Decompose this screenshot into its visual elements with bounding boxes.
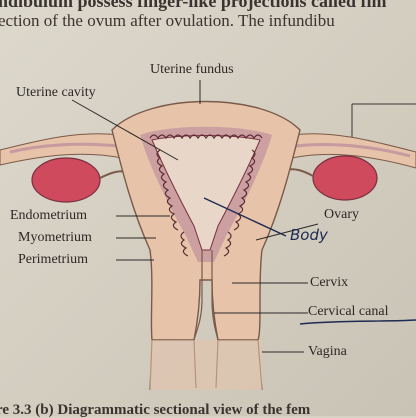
right-fallopian-tube (291, 133, 416, 169)
label-endometrium: Endometrium (10, 208, 87, 223)
cervical-canal (193, 250, 219, 341)
left-ovary (31, 157, 101, 203)
label-cervical-canal: Cervical canal (308, 304, 389, 319)
figure-caption: re 3.3 (b) Diagrammatic sectional view o… (0, 402, 311, 418)
header-text-line2: ection of the ovum after ovulation. The … (0, 11, 335, 30)
endometrial-glands (149, 134, 263, 257)
label-uterine-cavity: Uterine cavity (16, 85, 96, 100)
header-text-line1: ndibulum possess finger-like projections… (0, 0, 387, 11)
label-vagina: Vagina (308, 344, 347, 359)
right-ovary (312, 155, 378, 201)
label-cervix: Cervix (310, 275, 349, 290)
label-ovary: Ovary (324, 207, 359, 222)
label-myometrium: Myometrium (18, 230, 92, 245)
label-perimetrium: Perimetrium (18, 252, 88, 267)
handwritten-body-note: Body (290, 226, 328, 244)
left-fallopian-tube (0, 133, 123, 166)
label-uterine-fundus: Uterine fundus (150, 62, 234, 77)
